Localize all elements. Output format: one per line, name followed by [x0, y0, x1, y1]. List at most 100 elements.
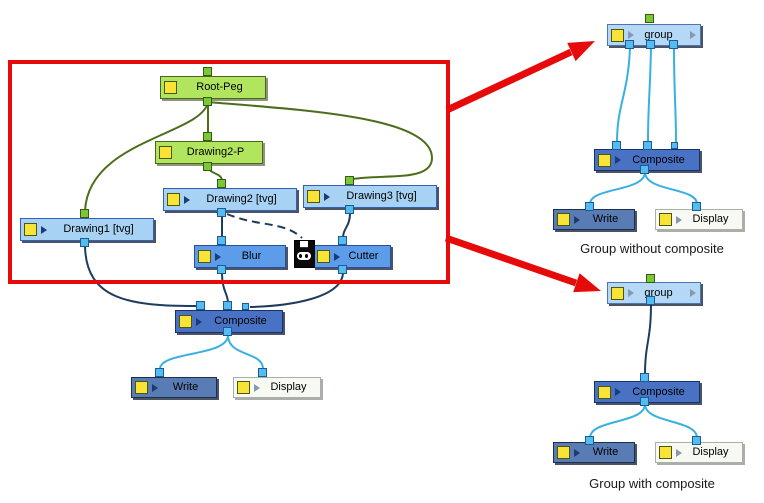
cable-cyan: [589, 403, 646, 439]
input-port[interactable]: [217, 179, 226, 188]
play-triangle-icon[interactable]: [628, 289, 634, 297]
play-triangle-icon[interactable]: [196, 317, 202, 326]
node-drawing2-p[interactable]: Drawing2-P: [155, 141, 263, 164]
properties-icon[interactable]: [611, 286, 624, 300]
caption-group-without-composite: Group without composite: [580, 241, 724, 256]
input-port[interactable]: [203, 132, 212, 141]
node-label: Drawing3 [tvg]: [346, 190, 417, 202]
cable-image: [644, 302, 652, 376]
play-triangle-icon[interactable]: [254, 383, 260, 392]
properties-icon[interactable]: [557, 213, 570, 226]
input-port[interactable]: [196, 301, 205, 310]
output-port[interactable]: [345, 205, 354, 214]
properties-icon[interactable]: [24, 223, 37, 236]
play-triangle-icon[interactable]: [628, 31, 634, 39]
matte-mask-icon[interactable]: [294, 240, 315, 268]
input-port[interactable]: [585, 436, 594, 445]
cable-image: [221, 271, 229, 304]
input-port[interactable]: [345, 176, 354, 185]
cable-cyan: [616, 47, 631, 143]
properties-icon[interactable]: [167, 193, 180, 206]
node-write[interactable]: Write: [131, 377, 217, 398]
input-port[interactable]: [242, 303, 249, 310]
node-display-group-top[interactable]: Display: [655, 209, 743, 230]
input-port[interactable]: [612, 141, 621, 150]
output-port[interactable]: [646, 296, 655, 305]
properties-icon[interactable]: [159, 146, 172, 159]
properties-icon[interactable]: [557, 446, 570, 459]
node-label: Composite: [632, 385, 685, 398]
play-triangle-icon[interactable]: [676, 215, 682, 224]
output-port[interactable]: [203, 162, 212, 171]
node-composite[interactable]: Composite: [175, 310, 283, 333]
input-port[interactable]: [692, 202, 701, 211]
node-drawing3[interactable]: Drawing3 [tvg]: [303, 185, 437, 208]
properties-icon[interactable]: [659, 446, 672, 459]
properties-icon[interactable]: [307, 190, 320, 203]
properties-icon[interactable]: [198, 250, 211, 263]
input-port[interactable]: [640, 373, 649, 382]
output-port[interactable]: [203, 97, 212, 106]
output-port[interactable]: [640, 397, 649, 406]
play-triangle-icon[interactable]: [152, 383, 158, 392]
node-label: Root-Peg: [196, 81, 243, 93]
node-label: Display: [692, 213, 729, 225]
input-port[interactable]: [646, 274, 655, 283]
input-port[interactable]: [223, 301, 232, 310]
input-port[interactable]: [338, 236, 347, 245]
play-triangle-icon[interactable]: [615, 388, 621, 396]
properties-icon[interactable]: [598, 385, 611, 399]
input-port[interactable]: [671, 142, 678, 149]
output-port[interactable]: [338, 265, 347, 274]
play-triangle-icon[interactable]: [676, 448, 682, 457]
properties-icon[interactable]: [179, 315, 192, 328]
properties-icon[interactable]: [598, 153, 611, 167]
play-triangle-icon[interactable]: [574, 448, 580, 457]
node-label: Write: [592, 213, 619, 225]
input-port[interactable]: [217, 236, 226, 245]
input-port[interactable]: [585, 202, 594, 211]
node-label: Drawing2-P: [186, 146, 245, 158]
cable-cyan: [589, 171, 646, 205]
input-port[interactable]: [203, 67, 212, 76]
node-blur[interactable]: Blur: [194, 245, 286, 268]
output-port[interactable]: [669, 40, 678, 49]
properties-icon[interactable]: [317, 250, 330, 263]
node-write-group-bottom[interactable]: Write: [553, 442, 635, 463]
node-label: Display: [270, 381, 307, 393]
node-root-peg[interactable]: Root-Peg: [160, 76, 266, 99]
input-port[interactable]: [692, 436, 701, 445]
input-port[interactable]: [258, 368, 267, 377]
properties-icon[interactable]: [611, 28, 624, 42]
cable-image: [342, 212, 351, 239]
properties-icon[interactable]: [164, 81, 177, 94]
output-port[interactable]: [80, 238, 89, 247]
properties-icon[interactable]: [135, 381, 148, 394]
output-port[interactable]: [217, 208, 226, 217]
output-port[interactable]: [640, 165, 649, 174]
expand-triangle-icon[interactable]: [690, 289, 696, 297]
properties-icon[interactable]: [237, 381, 250, 394]
input-port[interactable]: [80, 209, 89, 218]
node-label: Drawing2 [tvg]: [206, 193, 277, 205]
play-triangle-icon[interactable]: [615, 156, 621, 164]
play-triangle-icon[interactable]: [574, 215, 580, 224]
input-port[interactable]: [643, 141, 652, 150]
node-display-group-bottom[interactable]: Display: [655, 442, 743, 463]
cable-cyan: [644, 171, 698, 205]
expand-triangle-icon[interactable]: [690, 31, 696, 39]
output-port[interactable]: [223, 327, 232, 336]
input-port[interactable]: [155, 368, 164, 377]
output-port[interactable]: [217, 265, 226, 274]
node-cutter[interactable]: Cutter: [313, 245, 391, 268]
node-write-group-top[interactable]: Write: [553, 209, 635, 230]
output-port[interactable]: [625, 40, 634, 49]
cable-matte-dashed: [226, 213, 303, 239]
properties-icon[interactable]: [659, 213, 672, 226]
node-drawing2[interactable]: Drawing2 [tvg]: [163, 188, 297, 211]
cable-image: [249, 271, 344, 308]
input-port[interactable]: [645, 14, 654, 23]
output-port[interactable]: [646, 40, 655, 49]
node-display[interactable]: Display: [233, 377, 321, 398]
